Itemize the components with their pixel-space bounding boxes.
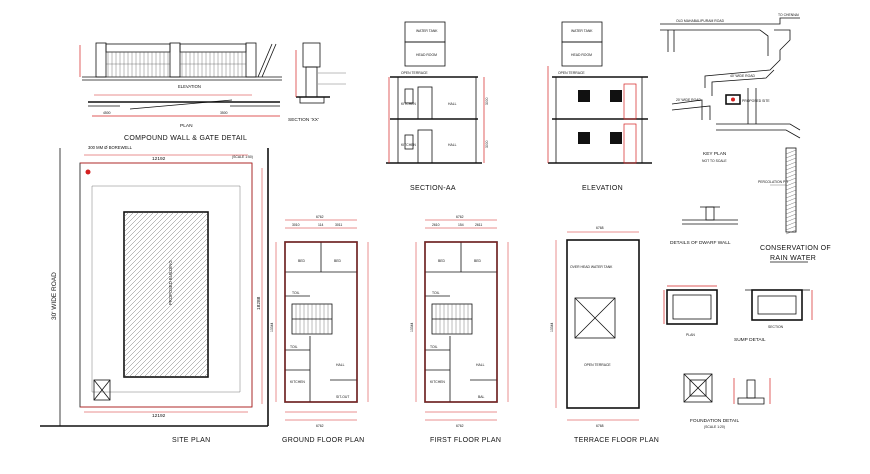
gf-sitout: SIT-OUT	[336, 395, 349, 399]
gf-width-dim: 6762	[316, 215, 324, 219]
ff-dim-a: 2610	[432, 223, 440, 227]
foundation-subtitle: (SCALE 1:20)	[704, 425, 725, 429]
section-xx-label: SECTION 'XX'	[288, 117, 319, 123]
gf-kitchen: KITCHEN	[290, 380, 305, 384]
section-aa-title: SECTION-AA	[410, 185, 456, 192]
dwarf-wall-drawing	[682, 206, 738, 225]
borewell-label: 300 MM Ø BOREWELL	[88, 145, 133, 150]
elev-water-tank-label: WATER TANK	[571, 29, 593, 33]
sump-section-label: SECTION	[768, 325, 784, 329]
site-depth-dim: 18288	[256, 296, 262, 310]
terrace-open-label: OPEN TERRACE	[584, 363, 611, 367]
key-plan-subtitle: NOT TO SCALE	[702, 159, 727, 163]
ff-toilet-2: TOIL	[430, 345, 438, 349]
section-xx-drawing	[295, 42, 346, 104]
terrace-floor-plan-drawing	[555, 231, 640, 421]
gf-width-dim-bottom: 6762	[316, 424, 324, 428]
wall-dim-a: 4500	[103, 111, 111, 115]
gf-hall: HALL	[336, 363, 345, 367]
kitchen-section-label-2: KITCHEN	[401, 143, 416, 147]
gf-toilet-1: TOIL	[292, 291, 300, 295]
ff-dim-b: 154	[458, 223, 464, 227]
gf-depth-dim: 13344	[270, 322, 274, 332]
ff-width-dim-bottom: 6762	[456, 424, 464, 428]
ff-toilet-1: TOIL	[432, 291, 440, 295]
terrace-width-dim: 6768	[596, 226, 604, 230]
first-floor-title: FIRST FLOOR PLAN	[430, 437, 501, 444]
ff-bed-2: BED	[474, 259, 482, 263]
head-room-label: HEAD ROOM	[416, 53, 437, 57]
sec-h2-dim: 3000	[485, 140, 489, 148]
hall-section-label-2: HALL	[448, 143, 457, 147]
site-width-dim-bottom: 12192	[152, 413, 166, 419]
wall-dim-b: 3500	[220, 111, 228, 115]
ground-floor-plan-drawing	[275, 219, 369, 421]
ff-bal: BAL	[478, 395, 485, 399]
ff-depth-dim: 13344	[410, 322, 414, 332]
proposed-site-label: PROPOSED SITE	[742, 99, 770, 103]
percolation-pit-drawing	[770, 147, 797, 235]
sec-h1-dim: 3000	[485, 97, 489, 105]
dwarf-wall-title: DETAILS OF DWARF WALL	[670, 240, 731, 246]
section-aa-drawing	[386, 21, 485, 164]
sump-detail-title: SUMP DETAIL	[734, 337, 766, 343]
site-plan-drawing	[40, 148, 269, 427]
ff-width-dim: 6762	[456, 215, 464, 219]
gf-dim-a: 3010	[292, 223, 300, 227]
terrace-depth-dim: 13344	[550, 322, 554, 332]
gf-dim-b: 114	[318, 223, 324, 227]
foundation-detail-drawing	[683, 373, 771, 405]
main-road-label: OLD MAHABALIPURAM ROAD	[676, 19, 725, 23]
elev-open-terrace-label: OPEN TERRACE	[558, 71, 585, 75]
percolation-label: PERCOLATION PIT	[758, 180, 788, 184]
water-tank-label: WATER TANK	[416, 29, 438, 33]
gf-dim-c: 3011	[335, 223, 342, 227]
ff-bed-1: BED	[438, 259, 446, 263]
road-40-label: 40' WIDE ROAD	[730, 74, 756, 78]
terrace-floor-title: TERRACE FLOOR PLAN	[574, 437, 659, 444]
hall-section-label: HALL	[448, 102, 457, 106]
elevation-small-label: ELEVATION	[178, 84, 201, 89]
site-width-dim: 12192	[152, 156, 166, 162]
plan-label: PLAN	[180, 123, 193, 129]
site-scale-label: (SCALE 1:50)	[232, 155, 253, 159]
road-20-label: 20' WIDE ROAD	[676, 98, 702, 102]
sump-plan-label: PLAN	[686, 333, 695, 337]
foundation-title: FOUNDATION DETAIL	[690, 418, 739, 424]
open-terrace-label: OPEN TERRACE	[401, 71, 428, 75]
key-plan-drawing	[660, 17, 801, 139]
ff-hall: HALL	[476, 363, 485, 367]
gf-bed-1: BED	[298, 259, 306, 263]
proposed-building-label: PROPOSED BUILDING	[168, 260, 173, 305]
overhead-tank-label: OVER HEAD WATER TANK	[570, 265, 613, 269]
kitchen-section-label: KITCHEN	[401, 102, 416, 106]
elev-head-room-label: HEAD ROOM	[571, 53, 592, 57]
road-wide-label: 30' WIDE ROAD	[51, 272, 58, 320]
key-plan-title: KEY PLAN	[703, 151, 727, 157]
ff-dim-c: 2611	[475, 223, 482, 227]
rain-water-title-2: RAIN WATER	[770, 255, 816, 262]
compound-wall-plan	[88, 99, 280, 117]
gf-toilet-2: TOIL	[290, 345, 298, 349]
compound-wall-elevation	[79, 42, 282, 96]
sump-detail-drawing	[663, 285, 813, 325]
gf-bed-2: BED	[334, 259, 342, 263]
ground-floor-title: GROUND FLOOR PLAN	[282, 437, 365, 444]
rain-water-title: CONSERVATION OF	[760, 245, 831, 252]
to-chennai-label: TO CHENNAI	[778, 13, 799, 17]
compound-wall-title: COMPOUND WALL & GATE DETAIL	[124, 135, 247, 142]
elevation-title: ELEVATION	[582, 185, 623, 192]
elevation-drawing	[547, 21, 652, 164]
site-plan-title: SITE PLAN	[172, 437, 211, 444]
terrace-width-dim-bottom: 6768	[596, 424, 604, 428]
ff-kitchen: KITCHEN	[430, 380, 445, 384]
first-floor-plan-drawing	[415, 219, 509, 421]
